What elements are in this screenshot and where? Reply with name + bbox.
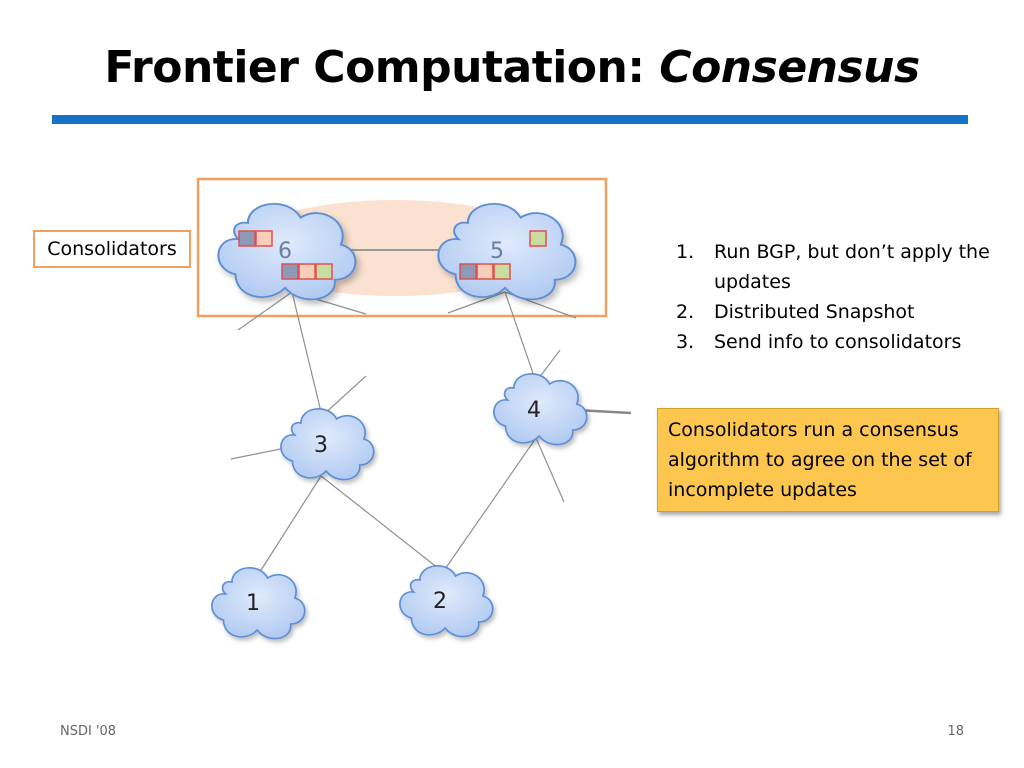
title-main: Frontier Computation: [104,42,660,93]
stub-link [535,437,565,503]
edge-4-2 [442,437,537,573]
consolidators-label: Consolidators [33,230,191,268]
step-item: 2. Distributed Snapshot [676,297,1006,327]
node-label-1: 1 [246,591,260,616]
edge-6-3 [291,291,323,417]
step-item: 3. Send info to consolidators [676,327,1006,357]
slide-title: Frontier Computation: Consensus [0,42,1024,93]
update-squares-node-5-bottom [459,263,511,280]
network-edges [230,249,632,579]
title-underline-bar [52,115,968,124]
node-label-4: 4 [527,398,541,423]
step-number: 1. [676,241,695,263]
update-squares-node-6-bottom [281,263,333,280]
title-italic: Consensus [659,42,920,93]
steps-list: 1. Run BGP, but don’t apply the updates 2… [676,237,1006,357]
node-label-5: 5 [490,239,504,264]
consolidator-region-box [196,177,608,318]
step-text: Run BGP, but don’t apply the updates [714,241,990,293]
stub-link [447,291,506,314]
footer-page-number: 18 [947,724,964,739]
footer-conference: NSDI '08 [60,724,117,739]
node-label-3: 3 [314,433,328,458]
edge-3-1 [255,475,322,579]
edge-3-2 [320,475,444,573]
node-label-6: 6 [278,239,292,264]
stub-link [237,291,293,331]
update-squares-node-6-top [238,230,273,247]
step-number: 2. [676,301,695,323]
edge-5-4 [504,291,537,383]
step-item: 1. Run BGP, but don’t apply the updates [676,237,1006,297]
step-number: 3. [676,331,695,353]
consensus-note: Consolidators run a consensus algorithm … [657,408,999,512]
step-text: Distributed Snapshot [714,301,915,323]
update-squares-node-5-top [529,230,547,247]
step-text: Send info to consolidators [714,331,962,353]
node-label-2: 2 [433,589,447,614]
stub-link [321,375,367,417]
